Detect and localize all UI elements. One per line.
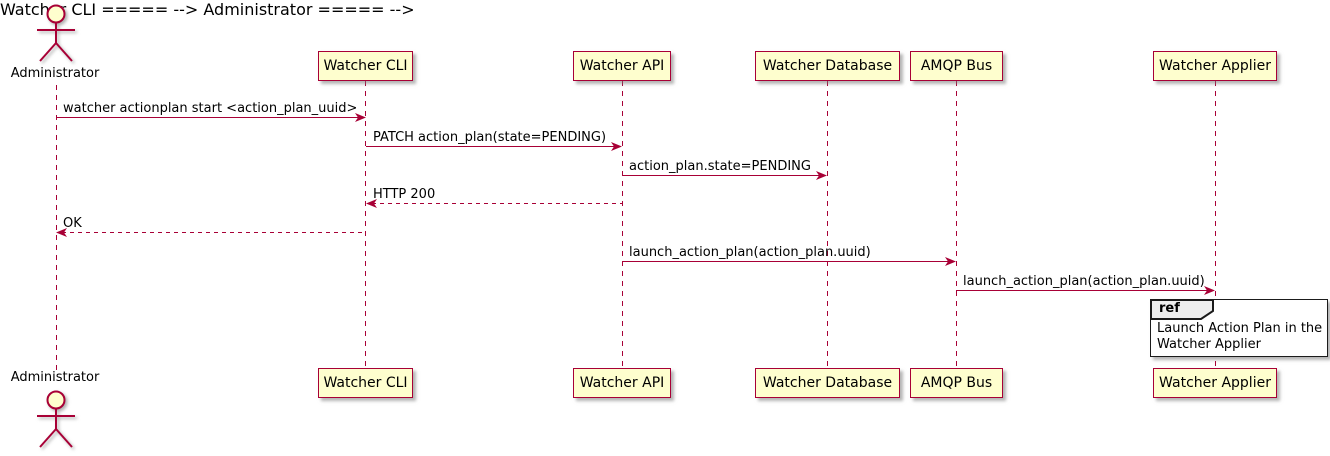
arrowhead-right-icon (1204, 286, 1215, 295)
ref-keyword: ref (1159, 301, 1180, 316)
participant-watcher-cli-top: Watcher CLI (318, 51, 413, 81)
message-label: launch_action_plan(action_plan.uuid) (963, 274, 1205, 289)
actor-label-bottom: Administrator (10, 370, 100, 385)
message-line (56, 117, 360, 119)
lifeline-watcher-api (621, 81, 623, 368)
message-label: HTTP 200 (373, 187, 436, 202)
lifeline-amqp-bus (956, 81, 957, 368)
message-label: watcher actionplan start <action_plan_uu… (63, 101, 358, 116)
lifeline-watcher-cli (365, 81, 366, 368)
message-line (62, 232, 366, 234)
message-label: launch_action_plan(action_plan.uuid) (629, 245, 871, 260)
ref-body-line: Launch Action Plan in the (1157, 321, 1323, 336)
participant-amqp-bus-top: AMQP Bus (910, 51, 1003, 81)
message-line (372, 203, 622, 205)
ref-body-line: Watcher Applier (1157, 337, 1261, 352)
lifeline-administrator (55, 85, 57, 370)
arrowhead-left-icon (56, 228, 67, 237)
participant-watcher-cli-bottom: Watcher CLI (318, 368, 413, 398)
participant-watcher-database-top: Watcher Database (755, 51, 900, 81)
participant-watcher-applier-bottom: Watcher Applier (1153, 368, 1277, 398)
message-line (622, 175, 821, 177)
actor-icon (37, 390, 75, 448)
ref-header-shape (1150, 299, 1214, 320)
message-label: OK (63, 216, 82, 231)
participant-amqp-bus-bottom: AMQP Bus (910, 368, 1003, 398)
message-line (956, 290, 1209, 292)
message-label: PATCH action_plan(state=PENDING) (373, 130, 607, 145)
arrowhead-right-icon (945, 257, 956, 266)
arrowhead-right-icon (816, 171, 827, 180)
message-line (622, 261, 950, 263)
arrowhead-right-icon (355, 113, 366, 122)
message-line (366, 146, 616, 148)
actor-icon (37, 4, 75, 62)
ref-body: Launch Action Plan in the Watcher Applie… (1157, 321, 1322, 353)
arrowhead-left-icon (366, 199, 377, 208)
participant-watcher-applier-top: Watcher Applier (1153, 51, 1277, 81)
message-label: action_plan.state=PENDING (629, 159, 811, 174)
participant-watcher-api-bottom: Watcher API (573, 368, 671, 398)
arrowhead-right-icon (611, 142, 622, 151)
participant-watcher-database-bottom: Watcher Database (755, 368, 900, 398)
ref-fragment: ref Launch Action Plan in the Watcher Ap… (1150, 299, 1328, 357)
lifeline-watcher-applier (1214, 81, 1216, 368)
participant-watcher-api-top: Watcher API (573, 51, 671, 81)
actor-label-top: Administrator (10, 66, 100, 81)
lifeline-watcher-database (827, 81, 828, 368)
